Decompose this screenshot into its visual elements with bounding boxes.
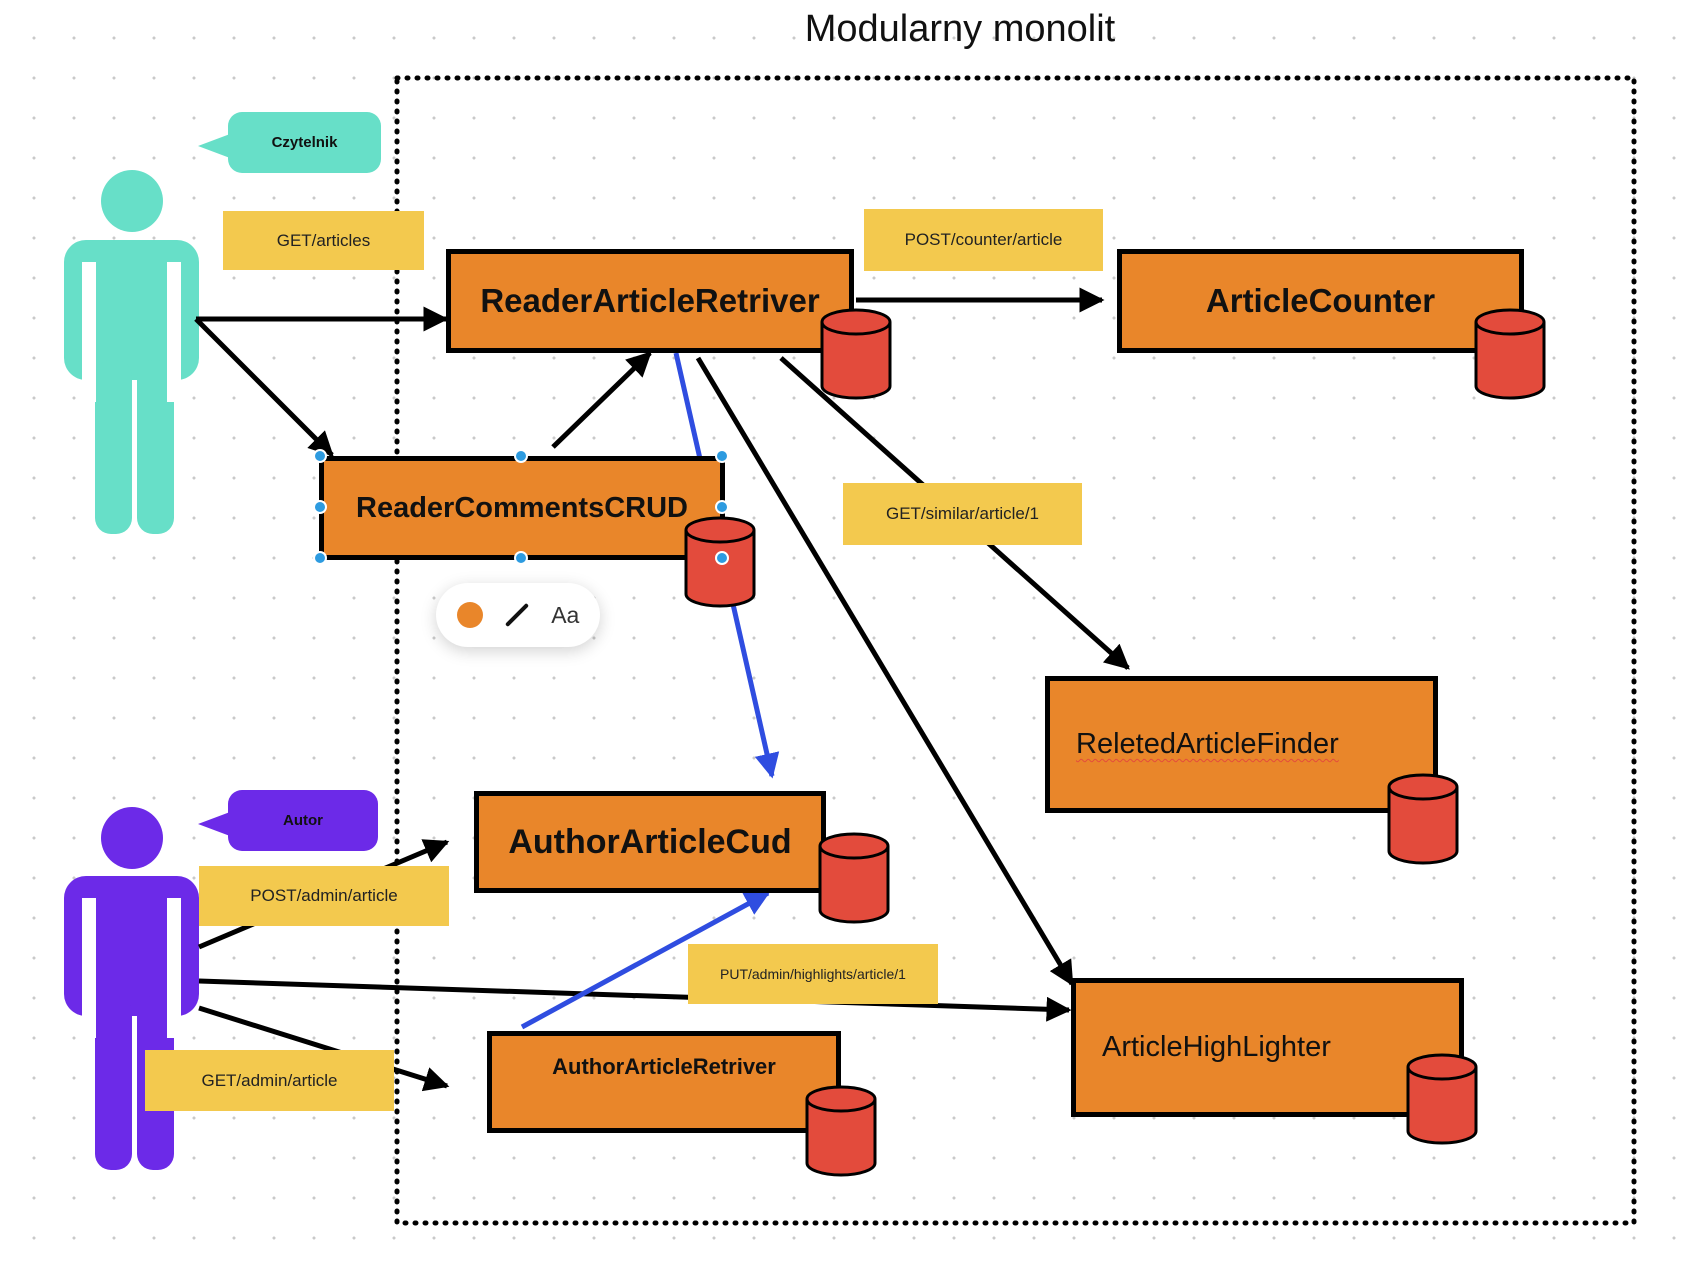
selection-handle-top-middle[interactable]	[514, 449, 528, 463]
selection-handle-bottom-middle[interactable]	[514, 551, 528, 565]
arrow-author-to-highlighter[interactable]	[198, 978, 1072, 1022]
module-author-article-retriver[interactable]: AuthorArticleRetriver	[487, 1031, 841, 1133]
blue-arrow-author-retriver-to-article-cud[interactable]	[520, 890, 771, 1030]
author-label-bubble[interactable]: Autor	[198, 790, 378, 851]
module-label: ReaderCommentsCRUD	[356, 491, 688, 524]
module-reader-comments-crud[interactable]: ReaderCommentsCRUD	[319, 456, 725, 560]
module-label: AuthorArticleRetriver	[552, 1054, 776, 1079]
module-label: ReletedArticleFinder	[1076, 728, 1339, 760]
line-style-icon[interactable]	[504, 602, 530, 628]
arrow-author-to-article-retriver[interactable]	[198, 1005, 450, 1092]
text-format-button[interactable]: Aa	[551, 601, 580, 628]
module-article-highlighter[interactable]: ArticleHighLighter	[1071, 978, 1464, 1117]
module-article-counter[interactable]: ArticleCounter	[1117, 249, 1524, 353]
selection-handle-middle-right[interactable]	[715, 500, 729, 514]
reader-label: Czytelnik	[271, 134, 338, 151]
selection-handle-middle-left[interactable]	[313, 500, 327, 514]
author-label: Autor	[283, 812, 323, 829]
selection-handle-top-left[interactable]	[313, 449, 327, 463]
arrow-retriver-to-highlighter[interactable]	[695, 356, 1075, 987]
selection-handle-bottom-left[interactable]	[313, 551, 327, 565]
endpoint-text: PUT/admin/highlights/article/1	[720, 966, 906, 982]
module-label: ArticleCounter	[1205, 282, 1436, 319]
fill-color-icon[interactable]	[456, 602, 483, 628]
endpoint-text: GET/similar/article/1	[885, 504, 1040, 523]
reader-label-bubble[interactable]: Czytelnik	[198, 112, 381, 173]
endpoint-label-get-articles[interactable]: GET/articles	[223, 211, 424, 270]
endpoint-label-put-highlights[interactable]: PUT/admin/highlights/article/1	[688, 944, 938, 1004]
module-label: ArticleHighLighter	[1102, 1031, 1331, 1063]
endpoint-text: POST/counter/article	[904, 230, 1063, 249]
module-author-article-cud[interactable]: AuthorArticleCud	[474, 791, 826, 893]
endpoint-label-get-similar[interactable]: GET/similar/article/1	[843, 483, 1082, 545]
endpoint-label-get-admin-article[interactable]: GET/admin/article	[145, 1050, 394, 1111]
module-label: ReaderArticleRetriver	[480, 282, 820, 319]
endpoint-label-post-counter[interactable]: POST/counter/article	[864, 209, 1103, 271]
reader-arm-gap-left	[82, 262, 96, 402]
reader-arm-gap-right	[167, 262, 181, 402]
endpoint-label-post-admin-article[interactable]: POST/admin/article	[199, 866, 449, 926]
author-arm-gap-left	[82, 898, 96, 1038]
arrow-comments-to-article-retriver[interactable]	[551, 351, 652, 449]
selection-handle-top-right[interactable]	[715, 449, 729, 463]
endpoint-text: GET/admin/article	[201, 1070, 338, 1090]
format-toolbar: Aa	[436, 583, 600, 647]
module-releted-article-finder[interactable]: ReletedArticleFinder	[1045, 676, 1438, 813]
arrow-reader-to-comments-crud[interactable]	[194, 317, 334, 457]
reader-figure-icon[interactable]	[64, 170, 199, 534]
module-label: AuthorArticleCud	[508, 822, 792, 861]
monolith-boundary	[394, 75, 1637, 1226]
module-reader-article-retriver[interactable]: ReaderArticleRetriver	[446, 249, 854, 353]
author-arm-gap-right	[167, 898, 181, 1038]
endpoint-text: GET/articles	[276, 230, 371, 250]
endpoint-text: POST/admin/article	[250, 886, 398, 905]
selection-handle-bottom-right[interactable]	[715, 551, 729, 565]
